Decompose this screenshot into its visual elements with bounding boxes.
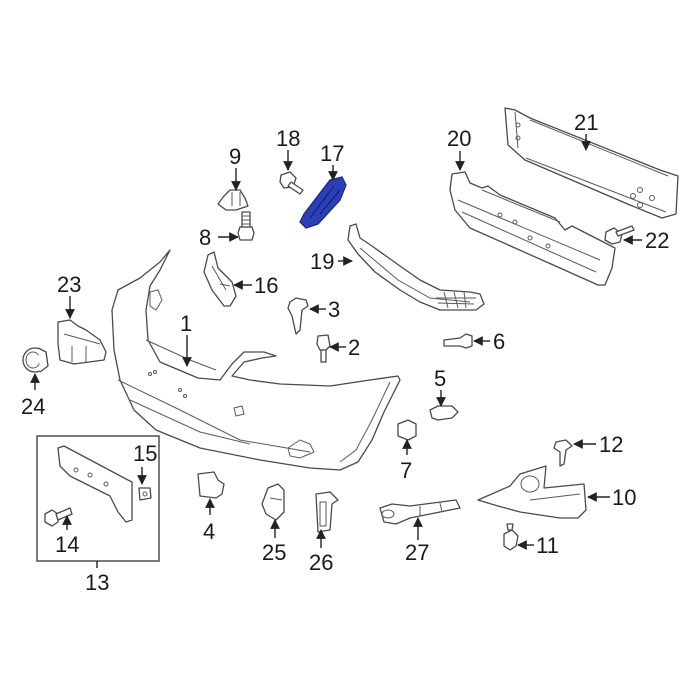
callout-11[interactable]: 11 xyxy=(536,533,559,558)
callout-4[interactable]: 4 xyxy=(203,519,215,544)
part-13-license-bracket[interactable] xyxy=(57,445,133,523)
callout-26[interactable]: 26 xyxy=(309,550,333,575)
part-8-bolt[interactable] xyxy=(237,211,255,241)
part-24-sensor-retainer[interactable] xyxy=(22,347,49,373)
callout-3[interactable]: 3 xyxy=(328,297,340,322)
part-22-bolt[interactable] xyxy=(604,225,635,245)
part-4-cap[interactable] xyxy=(197,471,225,499)
callout-23[interactable]: 23 xyxy=(57,272,81,297)
part-10-fog-lamp-bezel[interactable] xyxy=(477,465,587,519)
callout-25[interactable]: 25 xyxy=(262,540,286,565)
callout-2[interactable]: 2 xyxy=(348,335,360,360)
callout-17[interactable]: 17 xyxy=(320,141,344,166)
part-27-tow-hook[interactable] xyxy=(379,499,461,525)
callout-9[interactable]: 9 xyxy=(229,144,241,169)
callout-1[interactable]: 1 xyxy=(180,311,192,336)
part-15-nut[interactable] xyxy=(138,487,152,501)
part-20-energy-absorber[interactable] xyxy=(449,171,616,286)
callout-20[interactable]: 20 xyxy=(447,126,471,151)
part-7-nut[interactable] xyxy=(397,419,417,441)
part-9-retainer[interactable] xyxy=(217,189,249,211)
part-16-side-bracket[interactable] xyxy=(203,251,237,307)
callout-6[interactable]: 6 xyxy=(493,329,505,354)
callout-12[interactable]: 12 xyxy=(599,432,623,457)
part-11-clip[interactable] xyxy=(503,523,519,551)
part-5-cover-clip[interactable] xyxy=(429,405,459,421)
callout-5[interactable]: 5 xyxy=(434,366,446,391)
callout-10[interactable]: 10 xyxy=(612,485,636,510)
callout-16[interactable]: 16 xyxy=(254,273,278,298)
part-21-reinforcement-bar[interactable] xyxy=(504,107,679,219)
part-19-lower-grille[interactable] xyxy=(347,223,485,311)
callout-15[interactable]: 15 xyxy=(133,441,157,466)
callout-8[interactable]: 8 xyxy=(199,225,211,250)
part-6-clip[interactable] xyxy=(443,333,473,349)
callout-7[interactable]: 7 xyxy=(400,458,412,483)
part-18-bolt[interactable] xyxy=(279,171,304,195)
callout-13[interactable]: 13 xyxy=(85,570,109,595)
part-12-clip[interactable] xyxy=(553,439,573,467)
callout-22[interactable]: 22 xyxy=(645,228,669,253)
part-14-bolt[interactable] xyxy=(44,507,73,527)
callout-27[interactable]: 27 xyxy=(405,540,429,565)
callout-14[interactable]: 14 xyxy=(55,532,79,557)
part-25-clip[interactable] xyxy=(261,483,285,521)
part-2-clip[interactable] xyxy=(316,334,331,363)
callout-19[interactable]: 19 xyxy=(310,249,334,274)
callout-24[interactable]: 24 xyxy=(21,394,45,419)
callout-21[interactable]: 21 xyxy=(574,110,598,135)
part-26-bracket[interactable] xyxy=(315,491,339,533)
part-3-push-retainer[interactable] xyxy=(287,297,309,335)
callout-18[interactable]: 18 xyxy=(276,126,300,151)
part-17-center-bracket-highlighted[interactable] xyxy=(299,176,347,229)
part-23-park-sensor[interactable] xyxy=(57,319,107,365)
part-13-kit-box[interactable] xyxy=(36,435,160,562)
